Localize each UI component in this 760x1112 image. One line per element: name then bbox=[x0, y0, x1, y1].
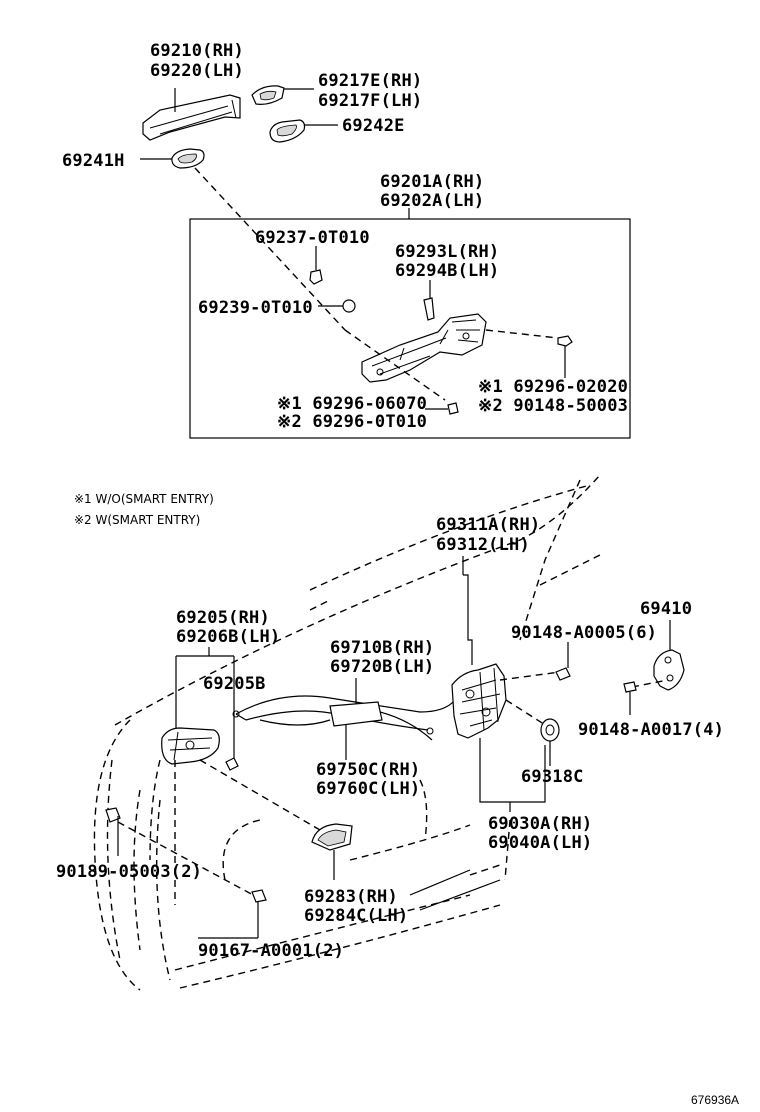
label-69239[interactable]: 69239-0T010 bbox=[198, 298, 313, 318]
label-69030a[interactable]: 69030A(RH) bbox=[488, 814, 592, 834]
door-lock[interactable] bbox=[451, 663, 507, 739]
clip-69239[interactable] bbox=[342, 299, 356, 313]
label-69284c[interactable]: 69284C(LH) bbox=[304, 906, 408, 926]
grommet-group bbox=[540, 718, 560, 766]
label-90148-50003[interactable]: ※2 90148-50003 bbox=[478, 396, 628, 416]
clip-90189[interactable] bbox=[105, 807, 121, 823]
outside-handle[interactable] bbox=[142, 94, 241, 141]
cables bbox=[232, 678, 456, 760]
label-69311a[interactable]: 69311A(RH) bbox=[436, 515, 540, 535]
striker-group bbox=[623, 620, 685, 715]
label-69220[interactable]: 69220(LH) bbox=[150, 61, 244, 81]
label-69720b[interactable]: 69720B(LH) bbox=[330, 657, 434, 677]
inside-handle[interactable] bbox=[161, 727, 220, 765]
label-69294b[interactable]: 69294B(LH) bbox=[395, 261, 499, 281]
label-69237[interactable]: 69237-0T010 bbox=[255, 228, 370, 248]
label-69760c[interactable]: 69760C(LH) bbox=[316, 779, 420, 799]
screw-69205b[interactable] bbox=[225, 757, 239, 771]
clip-group-90189 bbox=[105, 807, 256, 897]
label-69296-06070[interactable]: ※1 69296-06070 bbox=[277, 394, 427, 414]
label-90148-a0005[interactable]: 90148-A0005(6) bbox=[511, 623, 657, 643]
outside-handle-group bbox=[140, 85, 338, 169]
striker-69410[interactable] bbox=[653, 649, 685, 691]
label-69202a[interactable]: 69202A(LH) bbox=[380, 191, 484, 211]
label-69205b[interactable]: 69205B bbox=[203, 674, 266, 694]
label-69750c[interactable]: 69750C(RH) bbox=[316, 760, 420, 780]
label-90189[interactable]: 90189-05003(2) bbox=[56, 862, 202, 882]
part-labels: 69210(RH) 69220(LH) 69217E(RH) 69217F(LH… bbox=[56, 41, 739, 1107]
screw-90148-a0005[interactable] bbox=[555, 667, 571, 681]
door-lock-group bbox=[451, 663, 561, 812]
label-69312[interactable]: 69312(LH) bbox=[436, 535, 530, 555]
screw-right[interactable] bbox=[557, 335, 573, 347]
label-69205[interactable]: 69205(RH) bbox=[176, 608, 270, 628]
label-69217e[interactable]: 69217E(RH) bbox=[318, 71, 422, 91]
label-69296-0t010[interactable]: ※2 69296-0T010 bbox=[277, 412, 427, 432]
lock-screws bbox=[555, 642, 571, 681]
label-69293l[interactable]: 69293L(RH) bbox=[395, 242, 499, 262]
label-90148-a0017[interactable]: 90148-A0017(4) bbox=[578, 720, 724, 740]
label-69410[interactable]: 69410 bbox=[640, 599, 692, 619]
diagram-code: 676936A bbox=[691, 1093, 739, 1107]
label-69217f[interactable]: 69217F(LH) bbox=[318, 91, 422, 111]
note-2: ※2 W(SMART ENTRY) bbox=[74, 513, 200, 527]
screw-90167[interactable] bbox=[251, 889, 267, 903]
label-69210[interactable]: 69210(RH) bbox=[150, 41, 244, 61]
label-69241h[interactable]: 69241H bbox=[62, 151, 125, 171]
inside-handle-group bbox=[161, 647, 239, 771]
label-69206b[interactable]: 69206B(LH) bbox=[176, 627, 280, 647]
lock-rod bbox=[462, 556, 473, 665]
bracket-69293l[interactable] bbox=[423, 297, 435, 321]
clip-69237[interactable] bbox=[309, 269, 323, 285]
label-69040a[interactable]: 69040A(LH) bbox=[488, 833, 592, 853]
screw-group-90167 bbox=[198, 889, 267, 939]
label-69201a[interactable]: 69201A(RH) bbox=[380, 172, 484, 192]
note-1: ※1 W/O(SMART ENTRY) bbox=[74, 492, 214, 506]
screw-90148-a0017[interactable] bbox=[623, 681, 637, 693]
label-69296-02020[interactable]: ※1 69296-02020 bbox=[478, 377, 628, 397]
rod-69311a[interactable] bbox=[463, 574, 473, 665]
label-69710b[interactable]: 69710B(RH) bbox=[330, 638, 434, 658]
label-90167[interactable]: 90167-A0001(2) bbox=[198, 941, 344, 961]
door-outline bbox=[93, 474, 601, 991]
label-69283[interactable]: 69283(RH) bbox=[304, 887, 398, 907]
grommet-69318c[interactable] bbox=[540, 718, 560, 742]
label-69318c[interactable]: 69318C bbox=[521, 767, 584, 787]
label-69242e[interactable]: 69242E bbox=[342, 116, 405, 136]
screw-bottom[interactable] bbox=[447, 402, 459, 415]
outside-cover-group bbox=[311, 823, 501, 911]
handle-frame-assembly-box bbox=[189, 218, 631, 439]
handle-frame-body[interactable] bbox=[361, 313, 487, 383]
frame-assembly-parts bbox=[309, 246, 573, 415]
